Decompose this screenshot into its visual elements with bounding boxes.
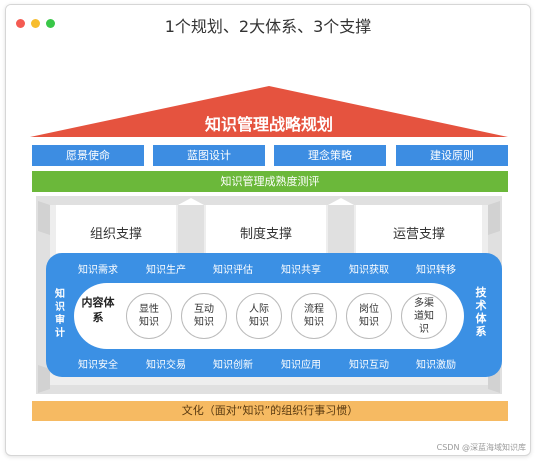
close-dot-icon[interactable] [16,19,25,28]
process-label: 知识创新 [213,360,253,371]
support-system: 制度支撑 [206,205,326,253]
window-title: 1个规划、2大体系、3个支撑 [164,17,372,36]
process-label: 知识获取 [349,265,389,276]
tech-system-label: 技术体系 [475,286,487,338]
process-label: 知识安全 [78,360,118,371]
process-label: 知识激励 [416,360,456,371]
pillar-gap-2 [328,205,354,257]
diagram-window: 1个规划、2大体系、3个支撑 知识管理战略规划 愿景使命 蓝图设计 理念策略 建… [5,4,531,456]
knowledge-house-diagram: 知识管理战略规划 愿景使命 蓝图设计 理念策略 建设原则 知识管理成熟度测评 组… [6,5,530,455]
culture-foundation-bar: 文化（面对“知识”的组织行事习惯） [32,401,508,421]
audit-label: 知识审计 [55,289,65,339]
frame-strut-left [38,201,50,235]
content-item-interpersonal: 人际知识 [236,293,282,339]
content-item-explicit: 显性知识 [126,293,172,339]
content-item-multichannel: 多渠道知识 [401,293,447,339]
frame-strut-right [488,201,500,235]
vision-box-principles: 建设原则 [396,145,508,166]
strategy-roof [30,86,508,137]
process-label: 知识生产 [146,265,186,276]
watermark: CSDN @深蓝海域知识库 [436,443,526,452]
process-label: 知识转移 [416,265,456,276]
frame-strut-left-bottom [38,365,50,393]
support-organization: 组织支撑 [56,205,176,253]
content-system-title: 内容体系 [81,296,115,324]
title-bar: 1个规划、2大体系、3个支撑 [6,5,530,41]
content-item-interactive: 互动知识 [181,293,227,339]
pillar-gap-1-cap [178,198,204,205]
vision-box-mission: 愿景使命 [32,145,144,166]
process-label: 知识需求 [78,265,118,276]
process-label: 知识互动 [349,360,389,371]
vision-box-strategy: 理念策略 [274,145,386,166]
strategy-label: 知识管理战略规划 [204,115,333,134]
maximize-dot-icon[interactable] [46,19,55,28]
content-item-process: 流程知识 [291,293,337,339]
maturity-assessment-bar: 知识管理成熟度测评 [32,171,508,192]
process-label: 知识共享 [281,265,321,276]
content-item-position: 岗位知识 [346,293,392,339]
minimize-dot-icon[interactable] [31,19,40,28]
process-label: 知识应用 [281,360,321,371]
process-label: 知识交易 [146,360,186,371]
vision-box-blueprint: 蓝图设计 [153,145,265,166]
pillar-gap-2-cap [328,198,354,205]
support-operation: 运营支撑 [356,205,482,253]
process-label: 知识评估 [213,265,253,276]
pillar-gap-1 [178,205,204,257]
